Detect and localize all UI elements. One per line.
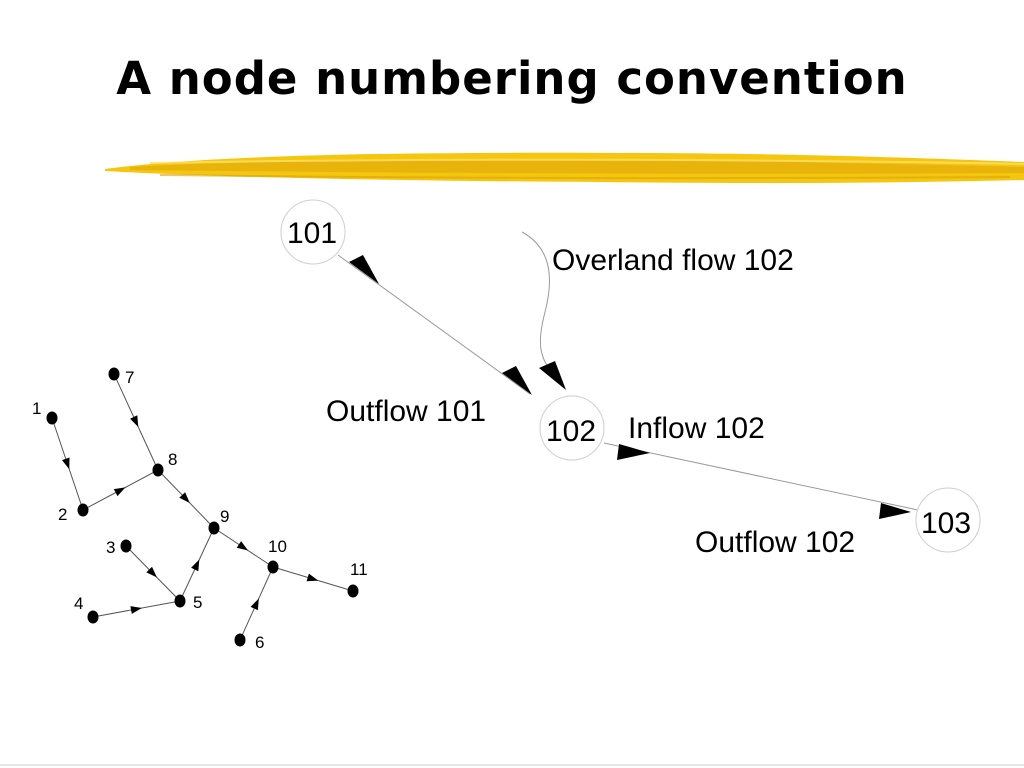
network-node-2 — [77, 503, 89, 517]
network-node-label-3: 3 — [106, 538, 115, 557]
node-101-label: 101 — [287, 217, 337, 250]
network-node-label-10: 10 — [268, 537, 287, 556]
network-node-label-2: 2 — [58, 505, 67, 524]
network-node-10 — [267, 560, 279, 574]
arrowhead-101-102-end — [502, 366, 532, 395]
network-node-label-6: 6 — [255, 633, 264, 652]
drainage-network: 1 2 3 4 5 6 7 8 9 10 11 — [32, 367, 368, 652]
network-arrowhead-3-5 — [146, 566, 157, 578]
network-node-label-9: 9 — [220, 507, 229, 526]
footer-divider — [0, 764, 1024, 766]
network-arrowhead-4-5 — [130, 606, 142, 614]
network-node-11 — [347, 584, 359, 598]
network-arrowhead-2-8 — [113, 487, 126, 497]
network-node-label-8: 8 — [168, 450, 177, 469]
arrowhead-102-103-end — [879, 503, 911, 519]
network-node-label-4: 4 — [74, 594, 83, 613]
node-103-circle — [915, 487, 981, 553]
network-node-6 — [234, 633, 246, 647]
arrowhead-101-102-start — [349, 255, 379, 284]
network-node-label-1: 1 — [32, 399, 41, 418]
network-node-4 — [87, 610, 99, 624]
network-arrowhead-9-10 — [236, 541, 249, 551]
title-underline-brush-stroke — [105, 152, 1024, 184]
network-arrowhead-8-9 — [179, 492, 190, 503]
network-node-7 — [108, 367, 120, 381]
network-arrowhead-1-2 — [62, 457, 70, 470]
network-node-1 — [46, 411, 58, 425]
slide-title: A node numbering convention — [116, 52, 908, 105]
network-node-9 — [208, 521, 220, 535]
inflow-102-label: Inflow 102 — [628, 412, 765, 445]
arrowhead-102-103-start — [617, 444, 650, 460]
edge-101-102 — [337, 254, 531, 395]
network-arrowhead-6-10 — [250, 598, 259, 611]
overland-flow-path — [521, 231, 562, 383]
node-102-label: 102 — [546, 415, 596, 448]
network-arrowhead-7-8 — [130, 415, 139, 427]
network-node-3 — [120, 539, 132, 553]
outflow-102-label: Outflow 102 — [695, 526, 855, 559]
network-node-8 — [152, 463, 164, 477]
node-102-circle — [539, 395, 605, 461]
network-node-5 — [174, 594, 186, 608]
outflow-101-label: Outflow 101 — [326, 395, 486, 428]
network-node-label-11: 11 — [350, 560, 368, 579]
arrowhead-overland — [539, 361, 566, 390]
node-101-circle — [280, 199, 346, 265]
network-arrowhead-5-9 — [191, 559, 200, 572]
edge-102-103 — [603, 442, 919, 511]
node-103-label: 103 — [921, 507, 971, 540]
network-node-label-5: 5 — [193, 593, 202, 612]
network-arrowhead-10-11 — [306, 573, 319, 582]
network-node-label-7: 7 — [125, 368, 134, 387]
overland-flow-label: Overland flow 102 — [552, 244, 794, 277]
